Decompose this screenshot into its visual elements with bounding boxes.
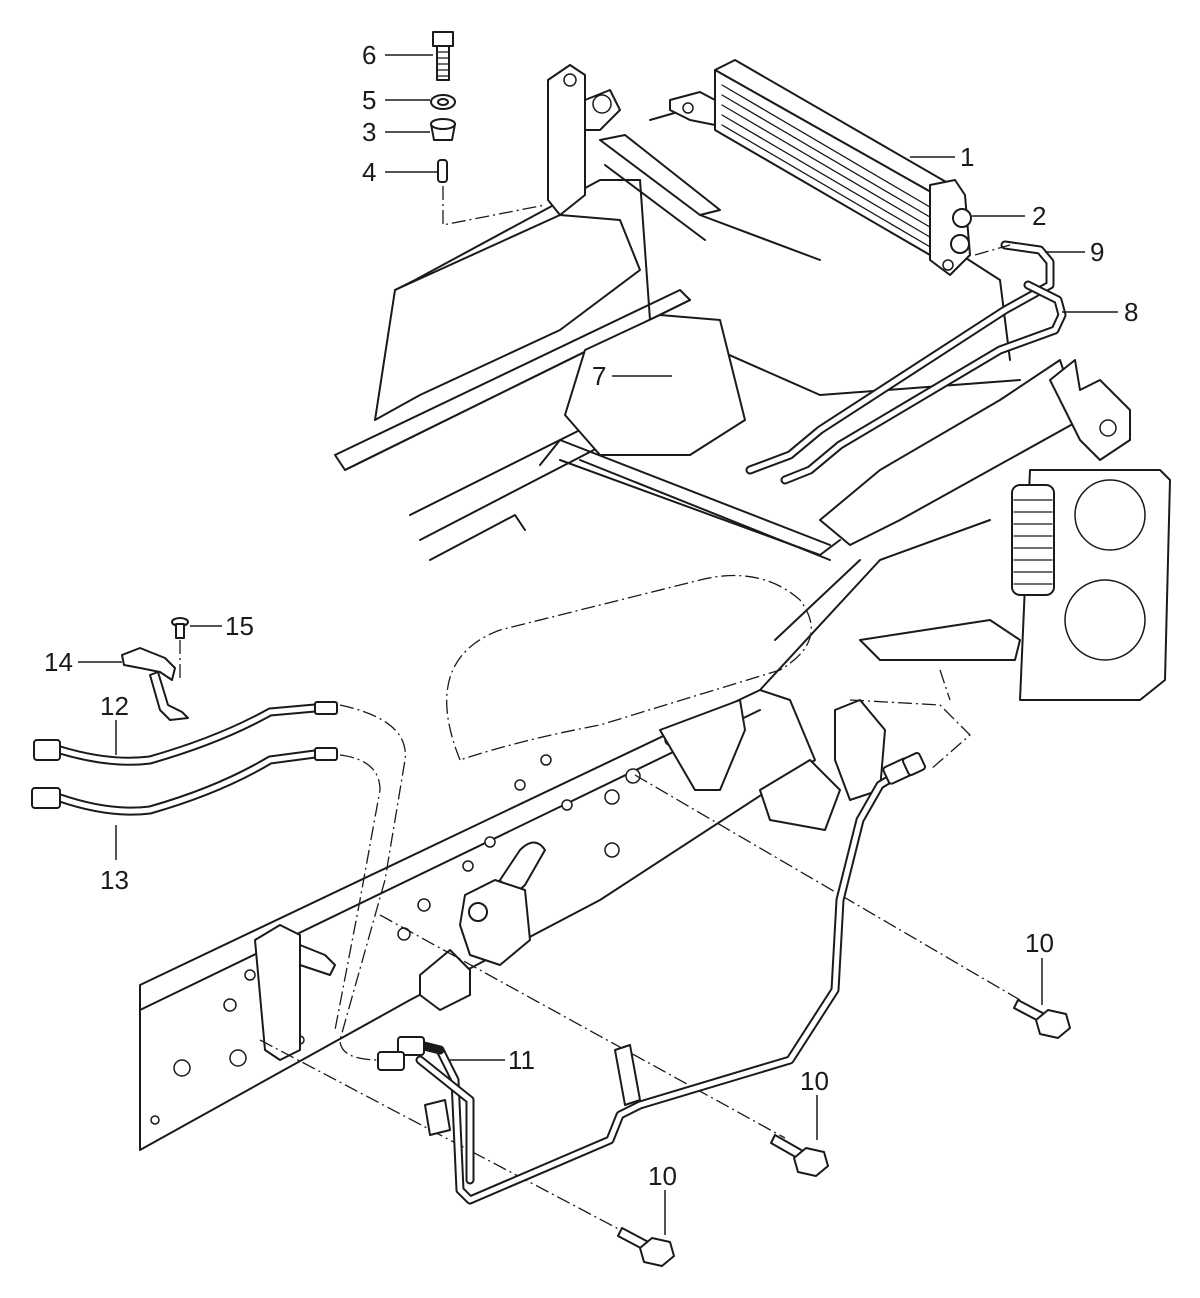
upper-frame [334, 64, 1171, 701]
lower-frame-rail [139, 689, 886, 1151]
callout-11: 11 [508, 1045, 535, 1075]
callout-1: 1 [960, 142, 974, 172]
hose-13 [31, 747, 338, 816]
leader-lines [78, 54, 1118, 1235]
cooler-line-lower [377, 752, 926, 1205]
callout-4: 4 [362, 157, 376, 187]
washer-5 [430, 94, 456, 110]
callout-7: 7 [592, 361, 606, 391]
oil-cooler [669, 59, 972, 276]
callout-2: 2 [1032, 201, 1046, 231]
hose-12 [33, 701, 338, 766]
sleeve-4 [437, 159, 448, 183]
callout-12: 12 [100, 691, 129, 721]
callout-8: 8 [1124, 297, 1138, 327]
cooler-lines-upper [745, 240, 1067, 485]
callout-14: 14 [44, 647, 73, 677]
clamp-14 [121, 647, 189, 721]
callout-13: 13 [100, 865, 129, 895]
callout-10-low: 10 [648, 1161, 677, 1191]
callout-10-mid: 10 [800, 1066, 829, 1096]
callout-5: 5 [362, 85, 376, 115]
callout-15: 15 [225, 611, 254, 641]
bolt-6 [432, 31, 454, 81]
fitting-upper [882, 752, 926, 785]
reference-lines [259, 574, 1021, 1236]
callout-6: 6 [362, 40, 376, 70]
mount-stack [430, 31, 546, 226]
fitting-lower [377, 1036, 425, 1071]
bolt-10-low [617, 1227, 675, 1267]
callouts: 6 5 3 4 1 2 9 8 7 10 10 10 11 12 13 14 1… [44, 40, 1138, 1191]
callout-9: 9 [1090, 237, 1104, 267]
screw-15 [171, 617, 189, 680]
spring-coil [1011, 484, 1055, 596]
bolt-10-right [1013, 999, 1071, 1039]
bushing-3 [430, 118, 456, 141]
callout-3: 3 [362, 117, 376, 147]
bolt-10-mid [770, 1134, 829, 1177]
callout-10-right: 10 [1025, 928, 1054, 958]
